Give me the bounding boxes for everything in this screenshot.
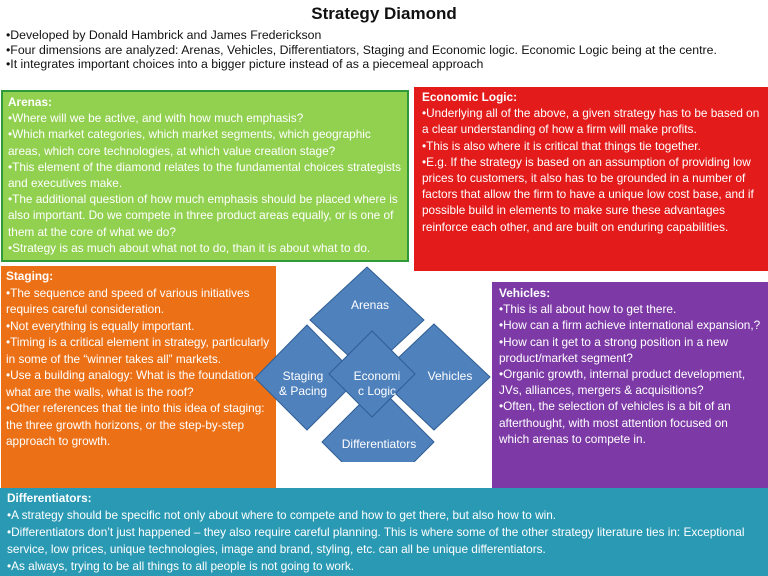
economic-logic-heading: Economic Logic:	[422, 90, 518, 104]
vehicles-bullet: •How can it get to a strong position in …	[499, 334, 729, 365]
diamond-shapes	[254, 266, 491, 462]
economic-logic-bullet: •Underlying all of the above, a given st…	[422, 106, 760, 137]
vehicles-bullet: •Organic growth, internal product develo…	[499, 367, 746, 398]
economic-logic-bullet: •This is also where it is critical that …	[422, 138, 701, 153]
differentiators-bullet: •Differentiators don’t just happened – t…	[7, 525, 745, 556]
staging-heading: Staging:	[6, 269, 54, 283]
diamond-label-vehicles: Vehicles	[427, 369, 473, 383]
intro-bullets: •Developed by Donald Hambrick and James …	[6, 28, 762, 72]
arenas-heading: Arenas:	[8, 95, 52, 109]
arenas-bullet: •The additional question of how much emp…	[8, 192, 398, 239]
diamond-label-differentiators: Differentiators	[341, 437, 417, 451]
economic-logic-panel: Economic Logic: •Underlying all of the a…	[414, 87, 768, 271]
differentiators-bullet: •A strategy should be specific not only …	[7, 508, 557, 522]
differentiators-panel: Differentiators: •A strategy should be s…	[0, 488, 768, 576]
diamond-label-economic-logic: Economi c Logic	[347, 369, 407, 399]
arenas-bullet: •Which market categories, which market s…	[8, 127, 371, 158]
vehicles-bullet: •This is all about how to get there.	[499, 302, 677, 317]
staging-bullet: •Timing is a critical element in strateg…	[6, 335, 270, 366]
arenas-bullet: •This element of the diamond relates to …	[8, 159, 401, 191]
diamond-label-center-line: Economi	[353, 369, 401, 383]
vehicles-heading: Vehicles:	[499, 286, 551, 300]
strategy-diamond: Arenas Staging & Pacing Economi c Logic …	[250, 262, 500, 462]
diamond-staging-shape	[254, 324, 360, 431]
diamond-economic-logic-shape	[328, 330, 416, 418]
vehicles-panel: Vehicles: •This is all about how to get …	[492, 282, 768, 490]
staging-bullet: •Use a building analogy: What is the fou…	[6, 368, 257, 399]
staging-bullet: •The sequence and speed of various initi…	[6, 285, 250, 317]
intro-line: •Four dimensions are analyzed: Arenas, V…	[6, 42, 717, 57]
differentiators-bullet: •As always, trying to be all things to a…	[7, 559, 355, 573]
diamond-label-staging-line: & Pacing	[278, 384, 328, 398]
diamond-label-staging: Staging & Pacing	[272, 369, 334, 399]
staging-bullet: •Not everything is equally important.	[6, 318, 195, 333]
staging-panel: Staging: •The sequence and speed of vari…	[1, 266, 276, 488]
intro-line: •Developed by Donald Hambrick and James …	[6, 28, 322, 42]
economic-logic-bullet: •E.g. If the strategy is based on an ass…	[422, 154, 754, 234]
differentiators-heading: Differentiators:	[7, 491, 92, 505]
diamond-label-arenas: Arenas	[350, 298, 390, 312]
diamond-differentiators-shape	[321, 385, 435, 462]
intro-line: •It integrates important choices into a …	[6, 57, 484, 71]
diamond-label-center-line: c Logic	[357, 384, 397, 398]
staging-bullet: •Other references that tie into this ide…	[6, 401, 265, 448]
vehicles-bullet: •How can a firm achieve international ex…	[499, 318, 761, 333]
vehicles-bullet: •Often, the selection of vehicles is a b…	[499, 399, 731, 446]
arenas-bullet: •Where will we be active, and with how m…	[8, 111, 304, 126]
arenas-bullet: •Strategy is as much about what not to d…	[8, 240, 371, 255]
diamond-label-staging-line: Staging	[282, 369, 324, 383]
arenas-panel: Arenas: •Where will we be active, and wi…	[1, 90, 409, 262]
page-title: Strategy Diamond	[311, 4, 457, 23]
